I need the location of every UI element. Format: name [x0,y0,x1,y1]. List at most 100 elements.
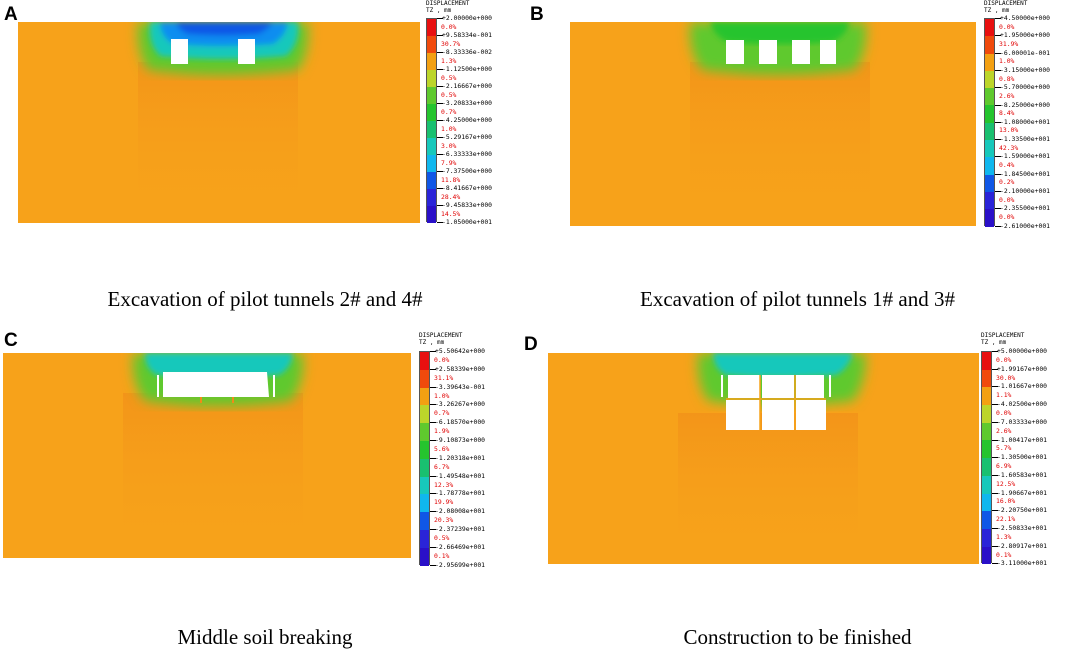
caption-b: Excavation of pilot tunnels 1# and 3# [640,287,955,311]
panel-a: A DISPLACEMENT TZ , mm +2.00000e+000+9.5… [0,0,530,326]
legend-percent: 1.0% [434,391,450,400]
legend-color-segment [982,387,991,406]
legend-percent: 11.8% [441,175,461,184]
legend-value: -6.18570e+000 [435,418,486,427]
panel-letter-d: D [524,334,538,355]
legend-color-segment [427,121,436,138]
legend-value: -1.08000e+001 [1000,117,1051,126]
legend-b: DISPLACEMENT TZ , mm +4.50000e+000+1.950… [984,0,1064,234]
legend-tick [992,439,998,441]
legend-color-segment [420,512,429,530]
legend-value: -3.26267e+000 [435,400,486,409]
legend-percent: 12.5% [996,479,1016,488]
legend-percent: 30.0% [996,373,1016,382]
legend-value: -2.95699e+001 [435,560,486,569]
legend-tick [430,546,436,548]
legend-percent: 0.1% [434,551,450,560]
legend-color-segment [982,440,991,459]
legend-color-segment [985,36,994,54]
contour-svg-d [548,353,979,564]
legend-value: -1.05000e+001 [442,218,493,226]
legend-tick [430,368,436,370]
legend-percent: 0.0% [441,22,457,31]
legend-percent: 14.5% [441,209,461,218]
legend-tick [430,493,436,495]
legend-tick [995,87,1001,89]
legend-percent: 1.0% [999,57,1015,66]
legend-color-segment [420,405,429,424]
middle-soil-opening [163,372,269,397]
legend-value: -7.03333e+000 [997,417,1048,426]
legend-percent: 19.9% [434,498,454,507]
legend-tick [430,351,436,352]
legend-color-segment [982,546,991,565]
legend-value: -2.20750e+001 [997,506,1048,515]
legend-tick [430,475,436,477]
panel-letter-c: C [4,330,18,351]
lower-tunnel-1 [726,400,760,430]
legend-color-segment [427,172,436,189]
legend-color-segment [982,458,991,476]
legend-value: +5.00000e+000 [997,347,1048,355]
legend-color-bar [981,351,992,565]
legend-percent: 1.3% [996,532,1012,541]
legend-tick [430,529,436,530]
pilot-tunnel-1 [726,40,744,64]
legend-color-segment [985,105,994,123]
legend-percent: 0.4% [999,161,1015,170]
legend-color-segment [427,70,436,87]
legend-color-segment [420,547,429,566]
legend-value: -2.35500e+001 [1000,204,1051,213]
legend-color-segment [985,209,994,227]
legend-percent: 0.5% [434,533,450,542]
legend-tick [992,351,998,352]
legend-tick [430,440,436,441]
legend-tick [430,564,436,566]
legend-tick [992,510,998,512]
legend-percent: 0.7% [434,409,450,418]
legend-color-segment [420,476,429,495]
legend-value: -1.01667e+000 [997,382,1048,391]
legend-tick [430,511,436,513]
legend-percent: 5.7% [996,444,1012,453]
legend-color-segment [982,528,991,547]
legend-value: -2.50833e+001 [997,524,1048,532]
legend-color-segment [982,422,991,441]
legend-value: +5.50642e+000 [435,347,486,355]
legend-tick [995,18,1001,19]
legend-tick [992,474,998,476]
legend-tick [430,386,436,388]
legend-percent: 12.3% [434,480,454,489]
legend-percent: 2.6% [996,426,1012,435]
legend-value: -8.33336e-002 [442,48,493,56]
legend-color-segment [982,511,991,529]
legend-percent: 0.5% [441,90,457,99]
legend-color-segment [985,70,994,89]
legend-percent: 31.9% [999,39,1019,48]
legend-value: -4.25000e+000 [442,116,493,124]
caption-d: Construction to be finished [683,625,912,649]
legend-percent: 0.0% [996,355,1012,364]
legend-color-segment [427,206,436,223]
legend-color-segment [985,122,994,141]
legend-unit: TZ , mm [984,7,1010,14]
legend-value: -2.08008e+001 [435,507,486,516]
legend-percent: 1.0% [441,124,457,133]
legend-tick [995,104,1001,106]
legend-percent: 0.1% [996,550,1012,559]
legend-tick [995,69,1001,71]
legend-tick [437,205,443,206]
legend-value: -9.10873e+000 [435,436,486,444]
panel-b: B DISPLACEMENT TZ , mm +4.50000e+000+1.9… [530,0,1065,326]
panel-letter-b: B [530,4,544,25]
upper-tunnel-3 [796,375,824,398]
legend-color-segment [420,369,429,388]
legend-percent: 0.2% [999,178,1015,187]
legend-value: -2.10000e+001 [1000,187,1051,195]
legend-percent: 20.3% [434,516,454,525]
legend-tick [995,35,1001,37]
legend-value: -6.00001e-001 [1000,48,1051,57]
legend-percent: 1.3% [441,56,457,65]
legend-value: -1.20318e+001 [435,453,486,462]
legend-tick [437,18,443,19]
